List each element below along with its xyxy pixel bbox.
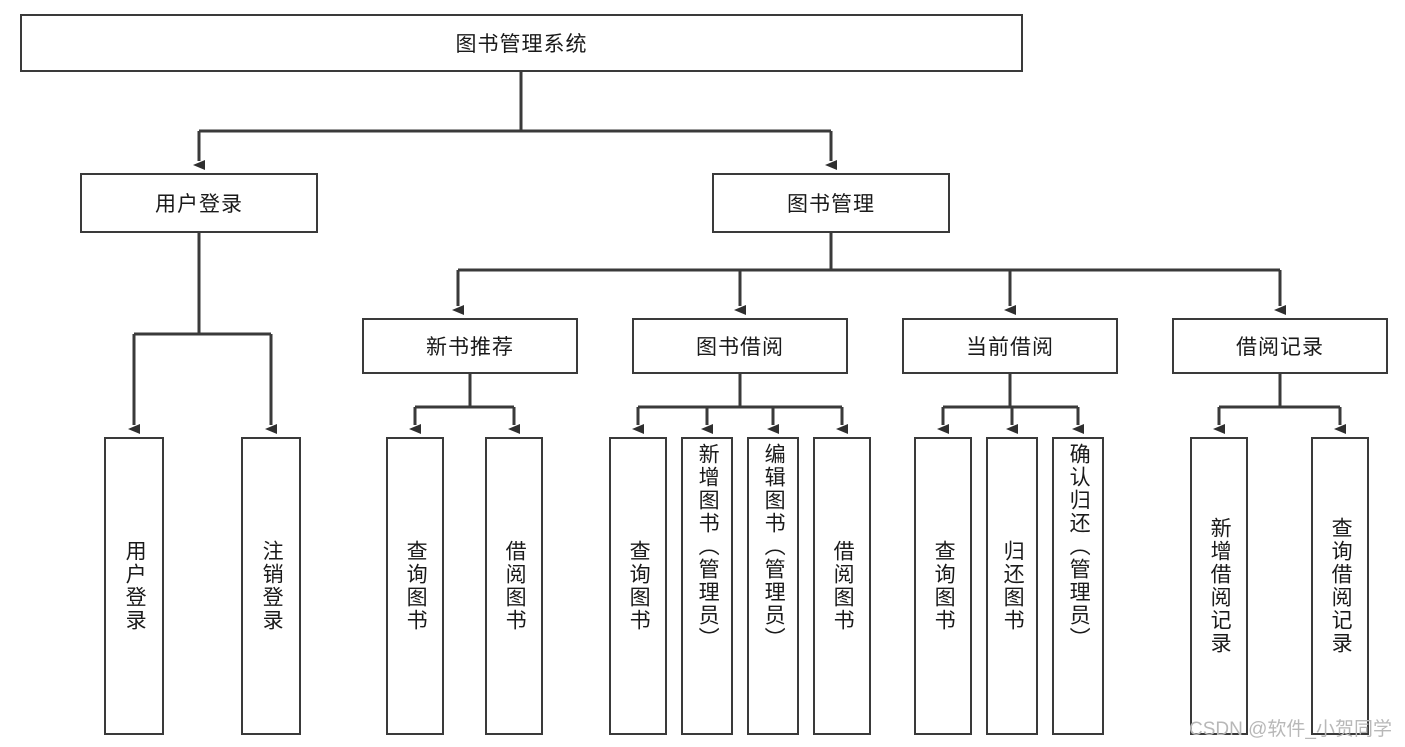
leaf-add-book-admin-label: 新增图书（管理员） (696, 443, 720, 650)
node-borrow-record-label: 借阅记录 (1236, 336, 1324, 359)
leaf-user-login[interactable]: 用户登录 (104, 437, 164, 735)
csdn-watermark: CSDN @软件_小贺同学 (1189, 719, 1392, 740)
node-current-borrow-label: 当前借阅 (966, 336, 1054, 359)
node-book-borrow[interactable]: 图书借阅 (632, 318, 848, 374)
node-root-label: 图书管理系统 (455, 33, 588, 56)
node-book-management[interactable]: 图书管理 (712, 173, 950, 233)
node-user-login-label: 用户登录 (155, 193, 243, 216)
leaf-query-book-borrow[interactable]: 查询图书 (609, 437, 667, 735)
leaf-query-book-current-label: 查询图书 (932, 540, 956, 632)
leaf-borrow-book-label: 借阅图书 (831, 540, 855, 632)
leaf-add-borrow-record[interactable]: 新增借阅记录 (1190, 437, 1248, 735)
leaf-query-book-borrow-label: 查询图书 (627, 540, 651, 632)
leaf-borrow-book-rec[interactable]: 借阅图书 (485, 437, 543, 735)
node-book-management-label: 图书管理 (787, 193, 875, 216)
node-borrow-record[interactable]: 借阅记录 (1172, 318, 1388, 374)
leaf-query-book-rec[interactable]: 查询图书 (386, 437, 444, 735)
leaf-add-borrow-record-label: 新增借阅记录 (1208, 517, 1232, 655)
leaf-logout-label: 注销登录 (260, 540, 284, 632)
node-root[interactable]: 图书管理系统 (20, 14, 1023, 72)
leaf-borrow-book-rec-label: 借阅图书 (503, 540, 527, 632)
leaf-return-book[interactable]: 归还图书 (986, 437, 1038, 735)
leaf-user-login-label: 用户登录 (123, 540, 147, 632)
leaf-add-book-admin[interactable]: 新增图书（管理员） (681, 437, 733, 735)
leaf-edit-book-admin[interactable]: 编辑图书（管理员） (747, 437, 799, 735)
leaf-confirm-return-admin-label: 确认归还（管理员） (1067, 443, 1091, 650)
node-user-login[interactable]: 用户登录 (80, 173, 318, 233)
node-current-borrow[interactable]: 当前借阅 (902, 318, 1118, 374)
leaf-query-book-rec-label: 查询图书 (404, 540, 428, 632)
leaf-edit-book-admin-label: 编辑图书（管理员） (762, 443, 786, 650)
node-new-book-recommend[interactable]: 新书推荐 (362, 318, 578, 374)
leaf-query-borrow-record-label: 查询借阅记录 (1329, 517, 1353, 655)
leaf-return-book-label: 归还图书 (1001, 540, 1025, 632)
leaf-query-borrow-record[interactable]: 查询借阅记录 (1311, 437, 1369, 735)
node-book-borrow-label: 图书借阅 (696, 336, 784, 359)
leaf-query-book-current[interactable]: 查询图书 (914, 437, 972, 735)
leaf-borrow-book[interactable]: 借阅图书 (813, 437, 871, 735)
node-new-book-recommend-label: 新书推荐 (426, 336, 514, 359)
leaf-confirm-return-admin[interactable]: 确认归还（管理员） (1052, 437, 1104, 735)
leaf-logout[interactable]: 注销登录 (241, 437, 301, 735)
